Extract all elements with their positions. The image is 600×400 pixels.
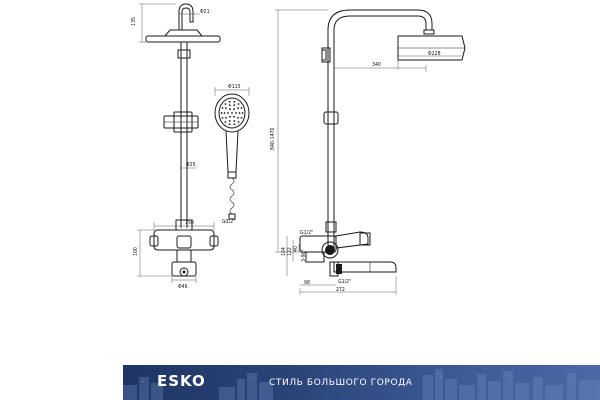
dim-mixer-height: 100 xyxy=(133,247,139,256)
nozzle-dot xyxy=(220,112,223,114)
brand-tagline: СТИЛЬ БОЛЬШОГО ГОРОДА xyxy=(269,378,413,388)
dim-side-122: 122 xyxy=(287,247,293,256)
nozzle-dot xyxy=(233,123,236,126)
dim-head-height: 135 xyxy=(131,17,137,26)
nozzle-dot xyxy=(228,123,231,126)
side-view: Φ228 340 840-1470 164 122 40 G1/2" 3-90°… xyxy=(270,9,466,295)
dim-inlet-thread: G1/2" xyxy=(300,230,313,236)
nozzle-dot xyxy=(229,115,231,118)
nozzle-dot xyxy=(224,103,227,105)
nozzle-dot xyxy=(228,100,231,103)
dim-mixer-width: 150 xyxy=(185,220,194,226)
dim-rail-dia: Φ25 xyxy=(186,162,196,168)
nozzle-dot xyxy=(235,112,237,114)
nozzle-dot xyxy=(241,112,244,114)
dim-hand-dia: Φ115 xyxy=(228,84,241,90)
nozzle-dot xyxy=(225,107,227,110)
nozzle-dot xyxy=(228,119,231,122)
nozzle-dot xyxy=(233,100,236,103)
nozzle-dot xyxy=(229,108,231,111)
dim-outlet-dia: Φ46 xyxy=(178,284,188,290)
brand-logo: ESKO xyxy=(157,372,206,390)
dim-angle: 3-90° xyxy=(301,249,307,262)
nozzle-dot xyxy=(227,112,229,114)
dim-side-164: 164 xyxy=(281,247,287,256)
nozzle-dot xyxy=(237,116,239,119)
city-skyline-image xyxy=(123,369,600,400)
nozzle-dot xyxy=(240,117,243,119)
nozzle-dot xyxy=(237,121,240,123)
hand-shower-view: Φ115 G1/2" xyxy=(214,84,250,225)
nozzle-dot xyxy=(228,104,231,107)
nozzle-dot xyxy=(233,115,235,118)
nozzle-dot xyxy=(233,108,235,111)
dim-bar-dia: Φ21 xyxy=(200,9,210,15)
nozzle-dot xyxy=(238,112,241,114)
nozzle-dot xyxy=(240,107,243,109)
dim-hose-thread: G1/2" xyxy=(222,219,235,225)
nozzle-dot xyxy=(223,112,226,114)
dim-arm-length: 340 xyxy=(372,62,381,68)
nozzle-dot xyxy=(221,117,224,119)
front-view: Φ21 135 Φ25 150 100 Φ46 xyxy=(131,3,221,290)
nozzle-dot xyxy=(231,112,233,114)
nozzle-dot xyxy=(225,116,227,119)
dim-spout-thread: G1/2" xyxy=(338,279,351,285)
nozzle-dot xyxy=(237,107,239,110)
dim-shower-dia: Φ228 xyxy=(428,51,441,57)
dim-spout-98: 98 xyxy=(304,280,310,286)
nozzle-dot xyxy=(224,121,227,123)
nozzle-dot xyxy=(233,119,236,122)
dim-total-height: 840-1470 xyxy=(270,128,276,150)
nozzle-dot xyxy=(237,103,240,105)
brand-banner: ESKO СТИЛЬ БОЛЬШОГО ГОРОДА xyxy=(123,365,600,400)
nozzle-dot xyxy=(221,107,224,109)
dim-side-40: 40 xyxy=(293,246,299,252)
dim-spout-272: 272 xyxy=(336,287,345,293)
nozzle-dot xyxy=(233,104,236,107)
